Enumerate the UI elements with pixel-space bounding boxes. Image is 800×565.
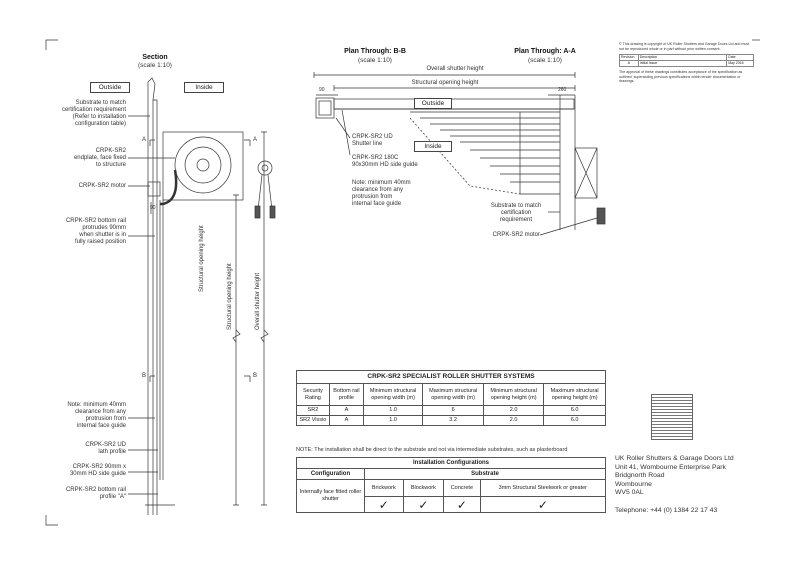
- spec-cell: SR2: [296, 405, 330, 416]
- install-col-concrete: Concrete: [443, 479, 481, 497]
- spec-cell: 6: [422, 405, 484, 416]
- company-address1: Unit 41, Wombourne Enterprise Park: [615, 463, 726, 471]
- clearance-note: Note: minimum 40mm clearance from any pr…: [67, 402, 126, 429]
- company-telephone: Telephone: +44 (0) 1384 22 17 43: [615, 506, 718, 514]
- spec-header-min-width: Minimum structural opening width (m): [362, 383, 424, 406]
- spec-cell: SR2 Vissio: [296, 415, 330, 426]
- side-guide-label: CRPK-SR2 90mm x 30mm HD side guide: [69, 464, 126, 477]
- section-dim-structural: Structural opening height: [199, 225, 205, 292]
- motor-label: CRPK-SR2 motor: [78, 183, 126, 189]
- check-icon: ✓: [479, 496, 607, 513]
- spec-header-profile: Bottom rail profile: [328, 383, 364, 406]
- plan-motor-label: CRPK-SR2 motor: [492, 232, 540, 238]
- install-col-blockwork: Blockwork: [402, 479, 445, 497]
- spec-table-title: CRPK-SR2 SPECIALIST ROLLER SHUTTER SYSTE…: [296, 370, 606, 384]
- install-table-title: Installation Configurations: [296, 457, 606, 469]
- install-header-config: Configuration: [296, 468, 365, 480]
- spec-cell: 2.0: [482, 415, 545, 426]
- spec-cell: 3.2: [422, 415, 484, 426]
- marker-b-right: B: [253, 373, 258, 379]
- spec-header-min-height: Minimum structural opening height (m): [482, 383, 545, 406]
- plan-dim-right: 260: [558, 87, 567, 93]
- rev-cell-description: Initial Issue: [637, 60, 728, 67]
- installation-table: Installation Configurations Configuratio…: [296, 457, 607, 513]
- rev-cell-revision: A: [619, 60, 639, 67]
- rail-dim: 90: [150, 205, 156, 211]
- section-outside-label: Outside: [90, 82, 130, 93]
- spec-cell: A: [328, 415, 364, 426]
- spec-cell: 6.0: [543, 405, 606, 416]
- table-row: SR2 Vissio A 1.0 3.2 2.0 6.0: [296, 415, 606, 426]
- spec-table: CRPK-SR2 SPECIALIST ROLLER SHUTTER SYSTE…: [296, 370, 606, 426]
- spec-cell: A: [328, 405, 364, 416]
- company-block: UK Roller Shutters & Garage Doors Ltd Un…: [615, 455, 734, 515]
- section-scale: (scale 1:10): [138, 62, 172, 69]
- spec-header-max-height: Maximum structural opening height (m): [543, 383, 606, 406]
- plan-dim-structural: Structural opening height: [411, 80, 479, 86]
- plan-aa-scale: (scale 1:10): [528, 57, 562, 64]
- roller-shutter-logo: [651, 394, 693, 440]
- install-col-steelwork: 3mm Structural Steelwork or greater: [479, 479, 607, 497]
- company-address3: Wombourne: [615, 480, 652, 488]
- plan-aa-title: Plan Through: A-A: [514, 48, 576, 55]
- rev-cell-date: May 2016: [726, 60, 754, 67]
- plan-inside-label: Inside: [414, 141, 452, 152]
- marker-b-left: B: [142, 373, 147, 379]
- company-postcode: WV5 0AL: [615, 489, 644, 496]
- check-icon: ✓: [363, 496, 404, 513]
- spec-cell: 1.0: [362, 415, 424, 426]
- spec-cell: 2.0: [482, 405, 545, 416]
- plan-dim-overall: Overall shutter height: [426, 66, 484, 72]
- section-dim-overall-text: Overall shutter height: [255, 272, 261, 330]
- endplate-label: CRPK-SR2 endplate, face fixed to structu…: [73, 148, 126, 168]
- plan-substrate-label: Substrate to match certification require…: [490, 203, 542, 223]
- marker-a-right: A: [253, 137, 258, 143]
- install-header-substrate: Substrate: [363, 468, 607, 480]
- install-col-brickwork: Brickwork: [363, 479, 404, 497]
- company-name: UK Roller Shutters & Garage Doors Ltd: [615, 455, 734, 462]
- check-icon: ✓: [402, 496, 445, 513]
- substrate-label: Substrate to match certification require…: [61, 100, 126, 127]
- plan-outside-label: Outside: [414, 98, 452, 109]
- section-dim-structural-text: Structural opening height: [227, 263, 233, 330]
- installation-note: NOTE: The installation shall be direct t…: [296, 447, 568, 453]
- plan-bb-title: Plan Through: B-B: [344, 48, 406, 55]
- copyright-text: © This drawing is copyright of UK Roller…: [619, 42, 750, 51]
- plan-guide-label: CRPK-SR2 180C 90x30mm HD side guide: [352, 155, 418, 168]
- plan-lath-label: CRPK-SR2 UD Shutter line: [352, 134, 393, 147]
- spec-cell: 1.0: [362, 405, 424, 416]
- spec-header-max-width: Maximum structural opening width (m): [422, 383, 484, 406]
- bottom-rail-a-label: CRPK-SR2 bottom rail profile "A": [65, 487, 126, 500]
- install-row-label: Internally face fitted roller shutter: [296, 479, 365, 513]
- plan-dim-left: 90: [319, 87, 325, 93]
- check-icon: ✓: [443, 496, 481, 513]
- section-title: Section: [142, 54, 168, 61]
- table-row: SR2 A 1.0 6 2.0 6.0: [296, 405, 606, 416]
- bottom-rail-label: CRPK-SR2 bottom rail protrudes 90mm when…: [65, 218, 126, 245]
- marker-a-left: A: [142, 137, 147, 143]
- revision-table: Revision Description Date A Initial Issu…: [619, 54, 754, 67]
- plan-bb-scale: (scale 1:10): [358, 57, 392, 64]
- section-inside-label: Inside: [184, 82, 224, 93]
- company-address2: Bridgnorth Road: [615, 472, 665, 479]
- approval-text: The approval of these drawings constitut…: [619, 70, 743, 83]
- spec-header-rating: Security Rating: [296, 383, 330, 406]
- spec-cell: 6.0: [543, 415, 606, 426]
- plan-clearance-note: Note: minimum 40mm clearance from any pr…: [352, 180, 411, 207]
- lath-label: CRPK-SR2 UD lath profile: [85, 442, 126, 455]
